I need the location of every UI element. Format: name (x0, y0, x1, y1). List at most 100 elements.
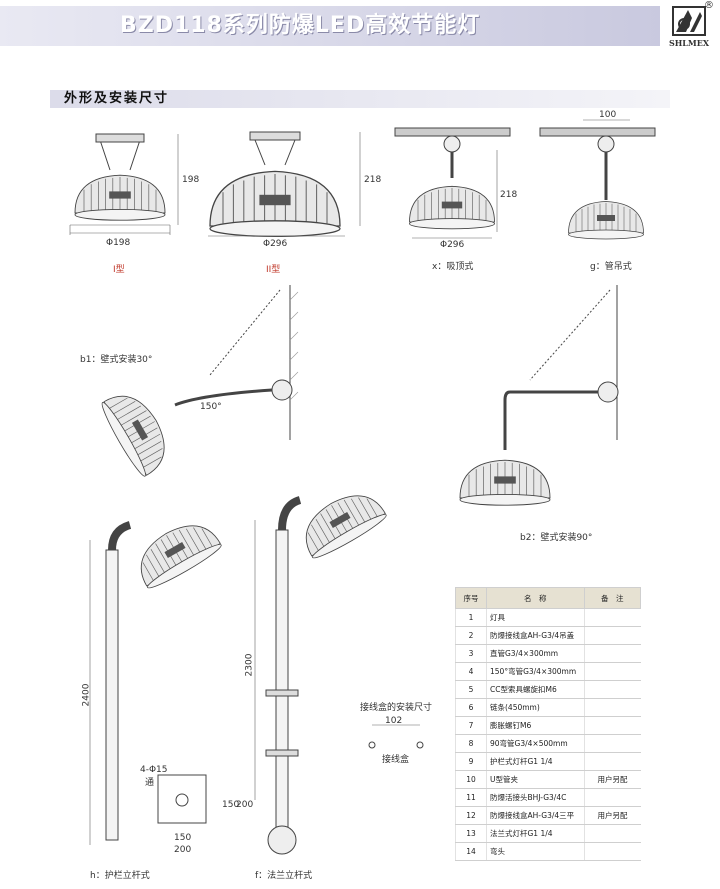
type1-label: I型 (113, 265, 125, 275)
table-header-row: 序号 名 称 备 注 (455, 587, 641, 609)
table-cell-name: 法兰式灯杆G1 1/4 (486, 824, 584, 843)
type2-height-dim: 218 (364, 175, 382, 185)
table-cell-note (583, 626, 641, 645)
table-cell-no: 10 (455, 770, 487, 789)
brand-logo: SHLMEX (664, 6, 714, 52)
table-cell-note (583, 734, 641, 753)
table-cell-note: 用户另配 (583, 770, 641, 789)
flange-label: f：法兰立杆式 (255, 871, 313, 881)
table-cell-name: 灯具 (486, 608, 584, 627)
type2-width-dim: Φ296 (263, 239, 288, 249)
table-cell-note (583, 608, 641, 627)
type1-height-dim: 198 (182, 175, 200, 185)
table-cell-name: 链条(450mm) (486, 698, 584, 717)
table-cell-no: 12 (455, 806, 487, 825)
table-cell-no: 2 (455, 626, 487, 645)
section-bar: 外形及安装尺寸 (50, 90, 670, 108)
wall-90-label: b2：壁式安装90° (520, 533, 593, 543)
table-cell-note (583, 788, 641, 807)
pendant-top-dim: 100 (599, 110, 617, 120)
guardrail-hole-dim: 4-Φ15 (140, 765, 168, 775)
col-note: 备 注 (583, 587, 641, 609)
table-cell-name: 防爆接线盒AH-G3/4三平 (486, 806, 584, 825)
table-cell-note (583, 842, 641, 861)
table-cell-note (583, 662, 641, 681)
guardrail-pole-drawing (89, 512, 225, 845)
pendant-mount-label: g：管吊式 (590, 262, 632, 272)
table-cell-name: 膨胀螺钉M6 (486, 716, 584, 735)
table-cell-note (583, 752, 641, 771)
logo-wordmark: SHLMEX (668, 38, 710, 48)
junction-box-dim: 102 (385, 716, 403, 726)
wall-30-angle: 150° (200, 402, 222, 412)
table-cell-no: 6 (455, 698, 487, 717)
table-cell-no: 13 (455, 824, 487, 843)
table-cell-name: CC型索具螺旋扣M6 (486, 680, 584, 699)
table-cell-name: 直管G3/4×300mm (486, 644, 584, 663)
page-header: BZD118系列防爆LED高效节能灯 (0, 0, 720, 52)
junction-box-label: 接线盒 (382, 755, 410, 765)
col-no: 序号 (455, 587, 487, 609)
table-cell-name: 防爆活接头BHJ-G3/4C (486, 788, 584, 807)
table-cell-no: 7 (455, 716, 487, 735)
junction-box-drawing (368, 724, 424, 749)
table-cell-no: 3 (455, 644, 487, 663)
table-cell-note (583, 824, 641, 843)
type1-width-dim: Φ198 (106, 238, 131, 248)
pendant-mount-drawing (539, 119, 656, 240)
table-cell-note (583, 698, 641, 717)
guardrail-v150-dim: 150 (222, 800, 240, 810)
table-cell-no: 5 (455, 680, 487, 699)
section-title: 外形及安装尺寸 (64, 91, 170, 106)
table-cell-name: 防爆接线盒AH-G3/4吊盖 (486, 626, 584, 645)
table-cell-no: 4 (455, 662, 487, 681)
table-cell-no: 9 (455, 752, 487, 771)
guardrail-200-dim: 200 (174, 845, 192, 855)
flange-height-dim: 2300 (244, 653, 255, 677)
header-band (0, 6, 660, 46)
table-cell-no: 11 (455, 788, 487, 807)
wall-30-label: b1：壁式安装30° (80, 355, 153, 365)
col-name: 名 称 (486, 587, 585, 609)
table-cell-name: 150°弯管G3/4×300mm (486, 662, 584, 681)
table-cell-name: U型管夹 (486, 770, 584, 789)
table-cell-note: 用户另配 (583, 806, 641, 825)
guardrail-v200-dim: 200 (236, 800, 254, 810)
table-cell-no: 1 (455, 608, 487, 627)
wall-90-drawing (459, 285, 619, 506)
table-cell-note (583, 680, 641, 699)
guardrail-150-dim: 150 (174, 833, 192, 843)
guardrail-hole-note: 通 (145, 778, 155, 788)
flange-pole-drawing (254, 482, 390, 855)
wall-30-drawing (97, 285, 299, 480)
registered-mark: ® (704, 0, 714, 11)
type2-drawing (208, 131, 361, 238)
ceiling-height-dim: 218 (500, 190, 518, 200)
table-cell-no: 14 (455, 842, 487, 861)
guardrail-label: h：护栏立杆式 (90, 871, 150, 881)
table-cell-name: 弯头 (486, 842, 584, 861)
table-cell-note (583, 716, 641, 735)
type1-drawing (69, 133, 179, 235)
type2-label: II型 (266, 265, 281, 275)
table-cell-no: 8 (455, 734, 487, 753)
table-cell-note (583, 644, 641, 663)
junction-box-title: 接线盒的安装尺寸 (360, 703, 433, 713)
logo-mark-icon (672, 6, 706, 36)
guardrail-height-dim: 2400 (81, 683, 92, 707)
